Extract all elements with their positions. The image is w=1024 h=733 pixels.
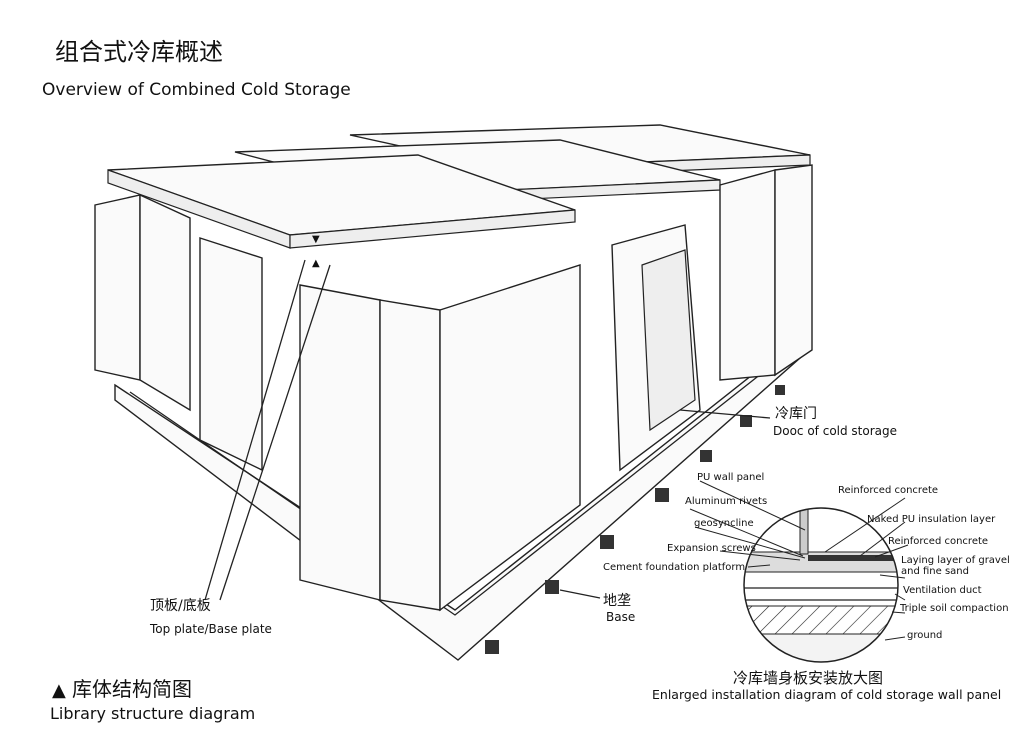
svg-text:▲: ▲ xyxy=(312,258,320,269)
callout-cement-foundation: Cement foundation platform xyxy=(603,562,745,573)
footer-en: Library structure diagram xyxy=(50,704,255,723)
detail-caption-en: Enlarged installation diagram of cold st… xyxy=(652,687,1001,702)
title-cn: 组合式冷库概述 xyxy=(55,38,223,66)
callout-gravel-2: and fine sand xyxy=(901,566,969,577)
callout-reinforced-concrete-1: Reinforced concrete xyxy=(838,485,938,496)
wall-panels xyxy=(94,164,813,612)
base-label-en: Base xyxy=(606,610,635,624)
footer-marker: ▲ xyxy=(52,680,66,701)
callout-expansion-screws: Expansion screws xyxy=(667,543,756,554)
footer-cn: 库体结构简图 xyxy=(72,677,192,701)
callout-pu-wall-panel: PU wall panel xyxy=(697,472,764,483)
plate-label-cn: 顶板/底板 xyxy=(150,598,211,614)
door-label-en: Dooc of cold storage xyxy=(773,424,897,438)
plate-label-en: Top plate/Base plate xyxy=(149,622,272,636)
svg-text:▼: ▼ xyxy=(312,234,320,245)
detail-caption-cn: 冷库墙身板安装放大图 xyxy=(733,669,883,687)
callout-ventilation-duct: Ventilation duct xyxy=(903,585,982,596)
title-en: Overview of Combined Cold Storage xyxy=(42,80,351,100)
callout-triple-soil: Triple soil compaction xyxy=(899,603,1009,614)
base-label-cn: 地垄 xyxy=(603,593,631,609)
callout-naked-pu: Naked PU insulation layer xyxy=(867,514,996,525)
door-label-cn: 冷库门 xyxy=(775,406,817,422)
callout-geosyncline: geosyncline xyxy=(694,518,754,529)
callout-gravel-1: Laying layer of gravel xyxy=(901,555,1010,566)
callout-reinforced-concrete-2: Reinforced concrete xyxy=(888,536,988,547)
callout-ground: ground xyxy=(907,630,942,641)
wall-panel-detail: PU wall panel Aluminum rivets geosynclin… xyxy=(603,472,1010,702)
top-plates: ▼ ▲ xyxy=(107,124,811,269)
callout-aluminum-rivets: Aluminum rivets xyxy=(685,496,767,507)
